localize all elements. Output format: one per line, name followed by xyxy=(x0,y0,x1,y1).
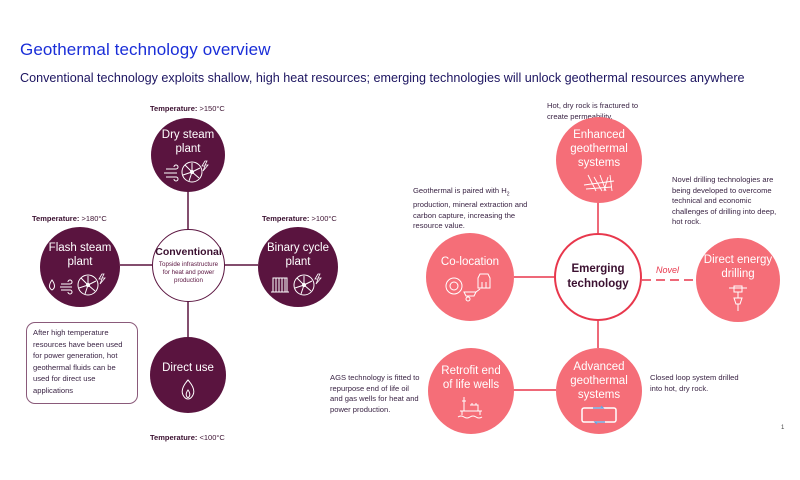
page-subtitle: Conventional technology exploits shallow… xyxy=(20,71,745,85)
direct-use-callout: After high temperature resources have be… xyxy=(26,322,138,404)
advanced-geothermal-note: Closed loop system drilled into hot, dry… xyxy=(650,373,739,393)
oil-rig-icon xyxy=(457,397,483,419)
dry-steam-plant-node[interactable]: Dry steam plant xyxy=(151,118,225,192)
retrofit-wells-node[interactable]: Retrofit end of life wells xyxy=(428,348,514,434)
flash-steam-temperature: Temperature: >180°C xyxy=(32,214,107,223)
page-number: 1 xyxy=(781,425,785,431)
direct-energy-note: Novel drilling technologies are being de… xyxy=(672,175,777,226)
enhanced-geothermal-note: Hot, dry rock is fractured to create per… xyxy=(547,101,639,121)
lightning-icon xyxy=(201,160,209,172)
advanced-geothermal-node[interactable]: Advanced geothermal systems xyxy=(556,348,642,434)
turbine-icon xyxy=(181,161,203,183)
binary-cycle-plant-node[interactable]: Binary cycle plant xyxy=(258,227,338,307)
page-title: Geothermal technology overview xyxy=(20,40,271,59)
novel-connector-label: Novel xyxy=(656,265,680,275)
lightning-icon xyxy=(98,273,106,285)
direct-use-temperature: Temperature: <100°C xyxy=(150,433,225,442)
jackhammer-icon xyxy=(729,285,747,311)
closed-loop-icon xyxy=(581,405,617,425)
wind-icon xyxy=(60,279,73,295)
conventional-hub: Conventional Topside infrastructure for … xyxy=(152,229,225,302)
colocation-node[interactable]: Co-location xyxy=(426,233,514,321)
emerging-technology-hub: Emerging technology xyxy=(554,233,642,321)
flame-icon xyxy=(181,379,195,400)
direct-use-node[interactable]: Direct use xyxy=(150,337,226,413)
heat-exchanger-icon xyxy=(271,277,289,293)
wheelbarrow-icon xyxy=(463,288,481,302)
colocation-note: Geothermal is paired with H2 production,… xyxy=(413,186,528,231)
enhanced-geothermal-node[interactable]: Enhanced geothermal systems xyxy=(556,117,642,203)
binary-cycle-temperature: Temperature: >100°C xyxy=(262,214,337,223)
turbine-icon xyxy=(293,274,315,296)
wind-icon xyxy=(164,164,179,182)
direct-energy-drilling-node[interactable]: Direct energy drilling xyxy=(696,238,780,322)
retrofit-note: AGS technology is fitted to repurpose en… xyxy=(330,373,420,414)
flash-steam-plant-node[interactable]: Flash steam plant xyxy=(40,227,120,307)
droplet-icon xyxy=(49,279,55,291)
hydrogen-icon xyxy=(445,277,463,295)
dry-steam-temperature: Temperature: >150°C xyxy=(150,104,225,113)
mineral-bag-icon xyxy=(477,273,491,289)
fracture-icon xyxy=(583,174,615,192)
turbine-icon xyxy=(77,274,99,296)
lightning-icon xyxy=(314,273,322,285)
